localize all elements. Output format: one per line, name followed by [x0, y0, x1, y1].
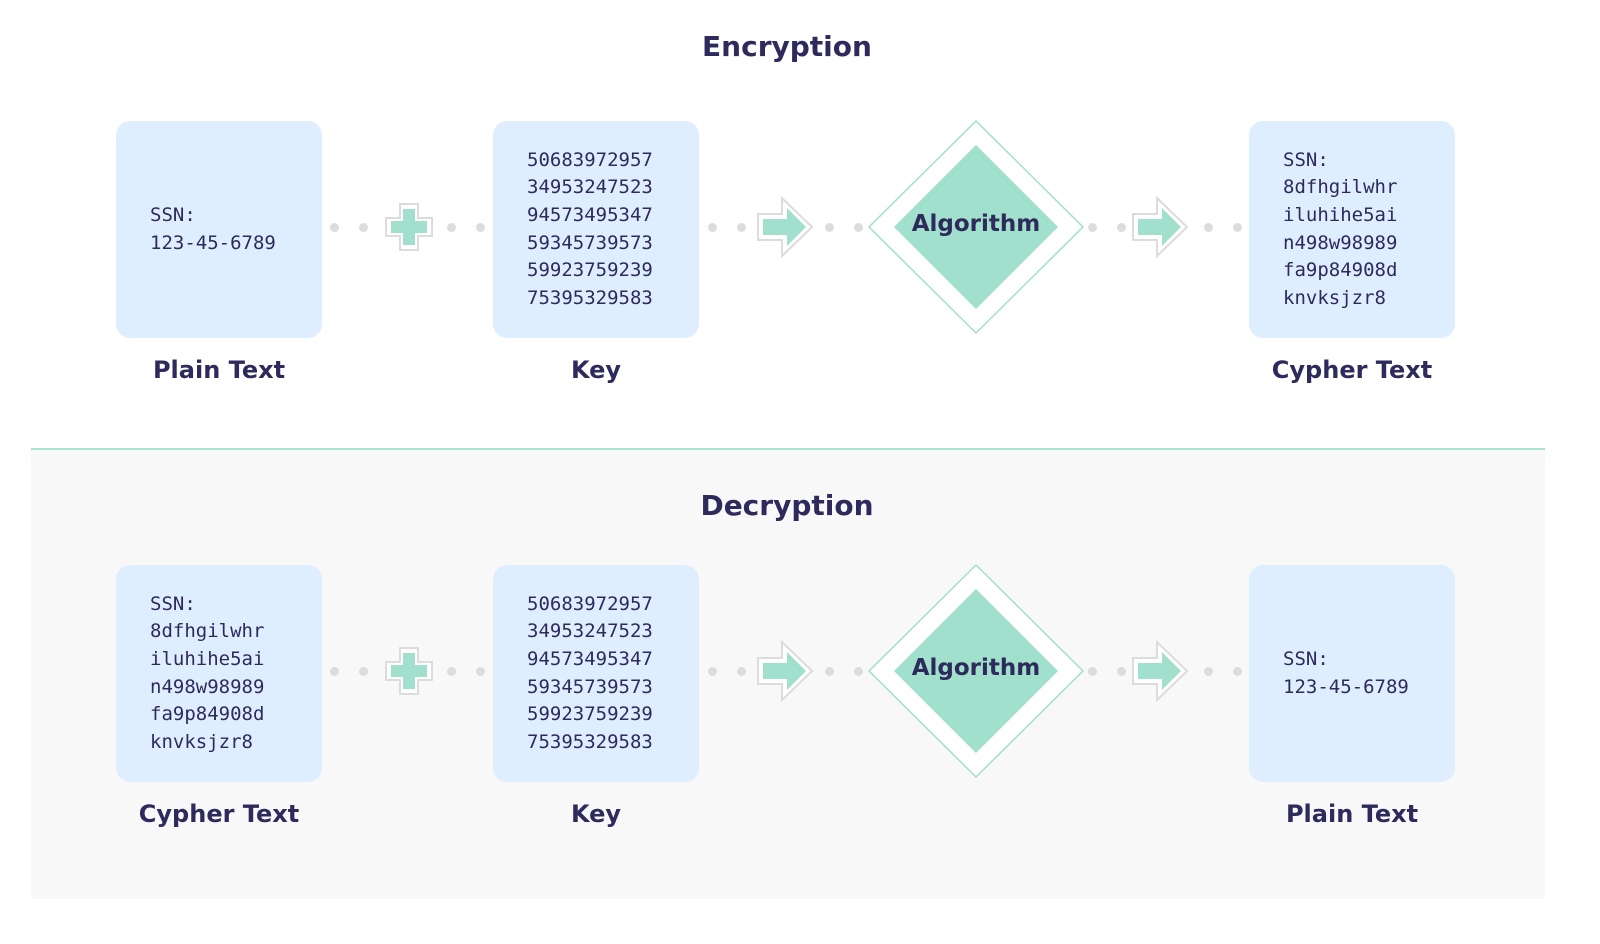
connector-dot	[1233, 223, 1242, 232]
box-text-line: 94573495347	[527, 203, 653, 226]
connector-dot	[476, 223, 485, 232]
box-text-line: 34953247523	[527, 176, 653, 199]
box-text-line: knvksjzr8	[150, 730, 253, 753]
connector-dot	[854, 223, 863, 232]
connector-dot	[1117, 667, 1126, 676]
connector-dot	[476, 667, 485, 676]
box-text-line: 50683972957	[527, 148, 653, 171]
decryption-output-label: Plain Text	[1285, 800, 1419, 828]
box-text-line: n498w98989	[1283, 231, 1398, 254]
connector-dot	[708, 667, 717, 676]
arrow-right-icon	[1132, 639, 1189, 703]
box-text-line: 59345739573	[527, 231, 653, 254]
box-text-line: 59923759239	[527, 259, 653, 282]
connector-dot	[1088, 667, 1097, 676]
plus-icon	[385, 203, 433, 251]
box-text-line: SSN:	[1283, 647, 1329, 670]
algorithm-diamond	[867, 563, 1085, 779]
encryption-input-label: Plain Text	[152, 356, 286, 384]
box-text-line: SSN:	[150, 592, 196, 615]
connector-dot	[1117, 223, 1126, 232]
arrow-right-icon	[1132, 195, 1189, 259]
connector-dot	[359, 667, 368, 676]
arrow-right-icon	[757, 195, 814, 259]
decryption-input-box: SSN: 8dfhgilwhr iluhihe5ai n498w98989 fa9p84…	[116, 565, 322, 782]
decryption-key-label: Key	[570, 800, 622, 828]
encryption-output-box: SSN: 8dfhgilwhr iluhihe5ai n498w98989 fa9p84…	[1249, 121, 1455, 338]
connector-dot	[359, 223, 368, 232]
box-text-line: 59345739573	[527, 675, 653, 698]
box-text-line: 8dfhgilwhr	[150, 620, 265, 643]
decryption-output-box: SSN: 123-45-6789	[1249, 565, 1455, 782]
connector-dot	[330, 223, 339, 232]
box-text-line: fa9p84908d	[1283, 259, 1398, 282]
connector-dot	[1088, 223, 1097, 232]
box-text-line: 8dfhgilwhr	[1283, 176, 1398, 199]
box-text-line: iluhihe5ai	[150, 647, 265, 670]
box-text-line: iluhihe5ai	[1283, 203, 1398, 226]
connector-dot	[737, 667, 746, 676]
plus-icon	[385, 647, 433, 695]
encryption-algorithm-label: Algorithm	[911, 211, 1041, 237]
connector-dot	[737, 223, 746, 232]
box-text-line: SSN:	[150, 203, 196, 226]
box-text-line: 34953247523	[527, 620, 653, 643]
box-text-line: SSN:	[1283, 148, 1329, 171]
decryption-title: Decryption	[700, 489, 874, 522]
connector-dot	[447, 667, 456, 676]
box-text-line: 59923759239	[527, 703, 653, 726]
decryption-input-label: Cypher Text	[138, 800, 300, 828]
box-text-line: 50683972957	[527, 592, 653, 615]
encryption-key-label: Key	[570, 356, 622, 384]
encryption-output-label: Cypher Text	[1271, 356, 1433, 384]
encryption-title: Encryption	[702, 30, 872, 63]
encryption-key-box: 50683972957 34953247523 94573495347 5934573…	[493, 121, 699, 338]
connector-dot	[708, 223, 717, 232]
connector-dot	[854, 667, 863, 676]
box-text-line: fa9p84908d	[150, 703, 265, 726]
connector-dot	[1233, 667, 1242, 676]
connector-dot	[447, 223, 456, 232]
connector-dot	[330, 667, 339, 676]
encryption-input-box: SSN: 123-45-6789	[116, 121, 322, 338]
decryption-key-box: 50683972957 34953247523 94573495347 5934573…	[493, 565, 699, 782]
box-text-line: 123-45-6789	[1283, 675, 1409, 698]
box-text-line: 75395329583	[527, 286, 653, 309]
box-text-line: knvksjzr8	[1283, 286, 1386, 309]
box-text-line: 94573495347	[527, 647, 653, 670]
connector-dot	[1204, 667, 1213, 676]
connector-dot	[825, 667, 834, 676]
connector-dot	[1204, 223, 1213, 232]
box-text-line: 75395329583	[527, 730, 653, 753]
decryption-algorithm-label: Algorithm	[911, 655, 1041, 681]
arrow-right-icon	[757, 639, 814, 703]
box-text-line: 123-45-6789	[150, 231, 276, 254]
box-text-line: n498w98989	[150, 675, 265, 698]
algorithm-diamond	[867, 119, 1085, 335]
connector-dot	[825, 223, 834, 232]
